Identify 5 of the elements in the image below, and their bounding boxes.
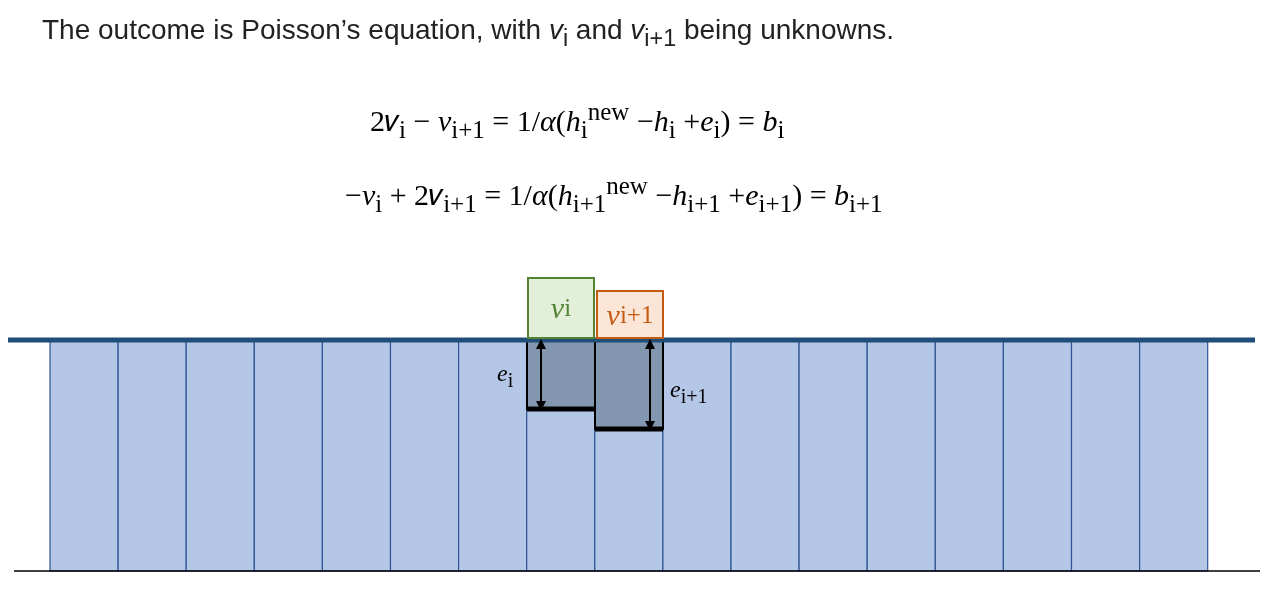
height-label: e$_{i+1}$ (670, 376, 708, 408)
heading-text: The outcome is Poisson’s equation, with v$_{i}$ and v$_{i+1}$ being unknowns. (42, 14, 895, 52)
equation: 2𝑣$_{i}$ − v$_{i+1}$ = 1/α(h$_{i}$$^{new}$ −h$_{i}$ +e$_{i}$) = b$_{i}$ (370, 98, 785, 144)
equation: −v$_{i}$ + 2𝑣$_{i+1}$ = 1/α(h$_{i+1}$$^{new}$ −h$_{i+1}$ +e$_{i+1}$) = b$_{i+1}$ (345, 172, 883, 218)
height-label: e$_{i}$ (497, 360, 514, 392)
